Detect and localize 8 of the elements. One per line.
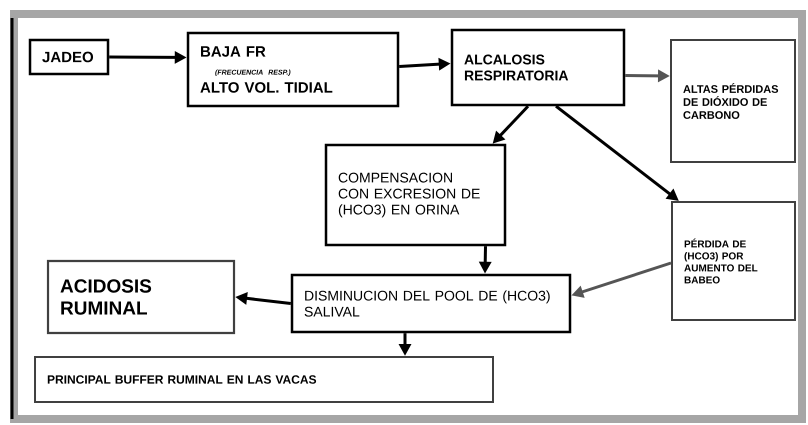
text-box: ALTAS PÉRDIDAS DE DIÓXIDO DE CARBONO — [670, 39, 796, 163]
text-box: ALCALOSIS RESPIRATORIA — [450, 28, 626, 106]
text-box: PÉRDIDA DE (HCO3) POR AUMENTO DEL BABEO — [671, 201, 796, 321]
text-box: JADEO — [28, 38, 110, 76]
text-box: ACIDOSIS RUMINAL — [46, 260, 236, 334]
text-box: DISMINUCION DEL POOL DE (HCO3) SALIVAL — [290, 274, 572, 334]
text-box: PRINCIPAL BUFFER RUMINAL EN LAS VACAS — [34, 356, 494, 403]
text-box: COMPENSACION CON EXCRESION DE (HCO3) EN ORINA — [324, 144, 506, 246]
